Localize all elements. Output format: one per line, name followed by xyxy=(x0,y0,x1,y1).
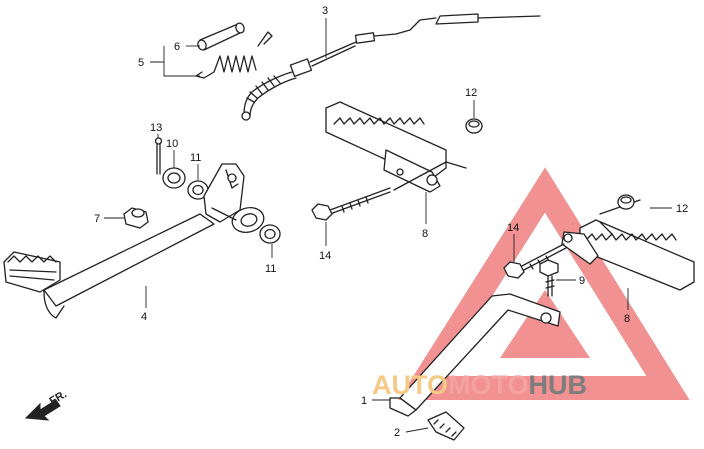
callout-labels: 6 5 3 12 13 10 11 7 11 4 14 8 12 14 9 8 … xyxy=(94,5,688,439)
watermark-text: AUTOMOTOHUB xyxy=(372,370,587,400)
svg-text:AUTOMOTOHUB: AUTOMOTOHUB xyxy=(372,370,587,400)
direction-label: FR. xyxy=(48,388,69,407)
brake-pedal xyxy=(3,163,265,319)
callout-14-lower: 14 xyxy=(507,222,519,234)
callout-8-upper: 8 xyxy=(422,228,428,240)
callout-10: 10 xyxy=(166,138,178,150)
watermark-moto: MOTO xyxy=(448,370,529,400)
callout-4: 4 xyxy=(141,311,147,323)
callout-2: 2 xyxy=(394,427,400,439)
callout-13: 13 xyxy=(150,122,162,134)
bolt-14-upper xyxy=(311,187,391,221)
washer-11-lower xyxy=(259,224,281,244)
watermark-logo xyxy=(398,167,690,400)
callout-3: 3 xyxy=(322,5,328,17)
footpeg-lower xyxy=(561,199,695,291)
brake-spring xyxy=(195,31,273,79)
front-direction-indicator: FR. xyxy=(24,388,69,421)
cap-12-lower xyxy=(617,194,635,210)
brake-cable xyxy=(241,13,541,121)
callout-7: 7 xyxy=(94,213,100,225)
callout-5: 5 xyxy=(138,57,144,69)
callout-12-lower: 12 xyxy=(676,203,688,215)
cap-12-upper xyxy=(465,118,483,134)
spring-sleeve xyxy=(197,22,245,51)
shift-lever xyxy=(389,293,561,417)
washer-10 xyxy=(162,167,186,189)
watermark-hub: HUB xyxy=(529,370,588,400)
footpeg-upper xyxy=(325,101,467,193)
nut-7 xyxy=(123,207,149,229)
callout-12-upper: 12 xyxy=(465,87,477,99)
watermark-auto: AUTO xyxy=(372,370,448,400)
direction-arrow-icon xyxy=(24,399,61,421)
callout-6: 6 xyxy=(174,41,180,53)
bolt-9 xyxy=(539,259,559,297)
callout-14-upper: 14 xyxy=(319,250,331,262)
callout-9: 9 xyxy=(579,275,585,287)
cotter-pin xyxy=(154,137,163,175)
callout-1: 1 xyxy=(361,395,367,407)
callout-8-lower: 8 xyxy=(624,313,630,325)
callout-11-upper: 11 xyxy=(190,152,201,164)
shift-rubber xyxy=(427,411,465,441)
callout-11-lower: 11 xyxy=(265,263,276,275)
leader-lines xyxy=(104,18,672,433)
